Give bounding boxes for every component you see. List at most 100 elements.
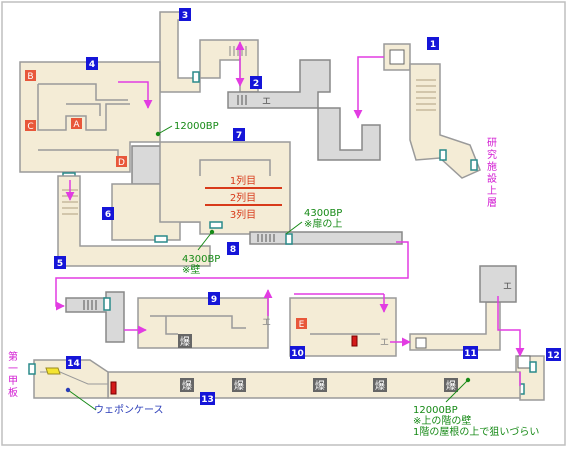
- explosive-box-label: 爆: [180, 336, 190, 348]
- area-3: [159, 11, 259, 93]
- door-1b: [470, 159, 478, 171]
- arrow-4-to-pillar: [118, 81, 153, 109]
- vertical-label-right: 研 究 施 設 上 層: [487, 137, 497, 209]
- row-3-label: 3列目: [230, 208, 256, 221]
- weapon-case-dot: [65, 387, 71, 393]
- marker-label: 2: [253, 79, 259, 89]
- marker-m7: 7: [233, 128, 245, 141]
- explosive-box-3: 爆: [232, 378, 246, 392]
- marker-m3: 3: [179, 8, 191, 21]
- door-8: [285, 233, 293, 245]
- letter-label: B: [27, 72, 33, 82]
- marker-badge: [546, 348, 561, 361]
- marker-label: 14: [67, 359, 80, 369]
- marker-badge: [86, 57, 98, 70]
- upper-wall-note: ※上の階の壁: [413, 414, 471, 427]
- marker-label: 4: [89, 60, 95, 70]
- vlabel-left-2: 甲: [8, 376, 18, 387]
- room-3-right: [199, 39, 259, 93]
- ladder-11: エ: [503, 282, 512, 292]
- letter-C: C: [25, 120, 36, 132]
- marker-m13: 13: [200, 392, 215, 405]
- door-7: [209, 221, 223, 229]
- explosive-box-label: 爆: [375, 380, 385, 392]
- room-11-box: [415, 337, 427, 349]
- letter-badge: [296, 318, 307, 329]
- letter-badge: [25, 120, 36, 131]
- area-2: [227, 59, 381, 161]
- room-12-box: [517, 355, 531, 369]
- vertical-label-left: 第 一 甲 板: [8, 350, 18, 399]
- marker-m11: 11: [463, 346, 478, 359]
- marker-label: 8: [230, 245, 236, 255]
- explosive-box-4: 爆: [313, 378, 327, 392]
- explosive-box-icon: [313, 378, 327, 392]
- marker-m2: 2: [250, 76, 262, 89]
- annotation-leaders: [67, 125, 469, 411]
- corridor-2-south: [317, 107, 381, 161]
- walls-9: [150, 315, 246, 335]
- area-5-lower: [65, 291, 125, 343]
- marker-m14: 14: [66, 356, 81, 369]
- letter-label: D: [118, 158, 125, 168]
- letter-badge: [25, 70, 36, 81]
- area-10: [289, 297, 397, 357]
- wall-note: ※壁: [182, 263, 200, 276]
- row-lines: [205, 187, 282, 206]
- marker-badge: [250, 76, 262, 89]
- marker-label: 10: [291, 349, 304, 359]
- explosive-box-icon: [232, 378, 246, 392]
- walls-7: [199, 159, 271, 176]
- corridor-5-lower: [65, 291, 125, 343]
- explosive-box-6: 爆: [444, 378, 458, 392]
- vlabel-right-0: 研: [487, 137, 497, 149]
- letter-badge: [71, 118, 82, 129]
- door-3: [192, 71, 200, 83]
- weapon-case-icon: [45, 367, 61, 375]
- arrow-11-to-12: [497, 296, 525, 357]
- marker-badge: [102, 207, 114, 220]
- explosive-box-label: 爆: [446, 380, 456, 392]
- ladder-9: エ: [262, 318, 271, 328]
- marker-m9: 9: [208, 292, 220, 305]
- explosive-box-label: 爆: [234, 380, 244, 392]
- marker-label: 3: [182, 11, 188, 21]
- letter-A: A: [71, 118, 82, 130]
- room-10: [289, 297, 397, 357]
- explosive-box-icon: [180, 378, 194, 392]
- area-9: [137, 297, 269, 349]
- room-1-inner: [389, 49, 405, 65]
- marker-badge: [463, 346, 478, 359]
- marker-badge: [233, 128, 245, 141]
- letter-label: A: [73, 120, 80, 130]
- letter-D: D: [116, 156, 127, 168]
- corridor-8: [249, 231, 403, 245]
- marker-badge: [66, 356, 81, 369]
- vlabel-right-3: 設: [487, 172, 497, 185]
- door-6a: [154, 235, 168, 243]
- room-9: [137, 297, 269, 349]
- explosive-box-5: 爆: [373, 378, 387, 392]
- letter-E: E: [296, 318, 307, 330]
- door-1a: [439, 149, 447, 161]
- marker-m12: 12: [546, 348, 561, 361]
- explosive-box-icon: [178, 334, 192, 348]
- marker-m5: 5: [54, 256, 66, 269]
- ladder-2: エ: [262, 97, 271, 107]
- explosive-box-label: 爆: [315, 380, 325, 392]
- marker-m6: 6: [102, 207, 114, 220]
- vlabel-right-4: 上: [487, 185, 497, 197]
- corridor-2: [227, 59, 331, 109]
- marker-label: 1: [430, 40, 436, 50]
- marker-m8: 8: [227, 242, 239, 255]
- marker-badge: [227, 242, 239, 255]
- marker-label: 12: [547, 351, 560, 361]
- bp-4300-left: 4300BP: [182, 254, 220, 265]
- roof-note: 1階の屋根の上で狙いづらい: [413, 425, 539, 438]
- vlabel-left-3: 板: [8, 386, 18, 399]
- bp-12000-lower: 12000BP: [413, 405, 458, 416]
